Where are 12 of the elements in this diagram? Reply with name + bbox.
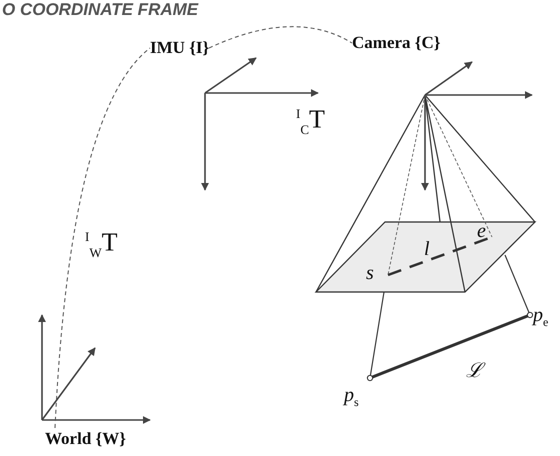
point-label: p$_{s}$ xyxy=(344,384,359,411)
transform-arc xyxy=(54,48,150,428)
title: O COORDINATE FRAME xyxy=(2,0,198,20)
point-label: ℒ xyxy=(466,360,483,382)
point-label: s xyxy=(366,262,374,284)
frame-label: Camera {C} xyxy=(352,32,440,54)
frame-label: IMU {I} xyxy=(150,37,210,59)
point-label: l xyxy=(424,238,430,260)
point-label: p$_{e}$ xyxy=(533,304,548,331)
frame-label: World {W} xyxy=(45,428,126,450)
transform-arc xyxy=(208,26,352,48)
point-label: e xyxy=(477,220,486,242)
